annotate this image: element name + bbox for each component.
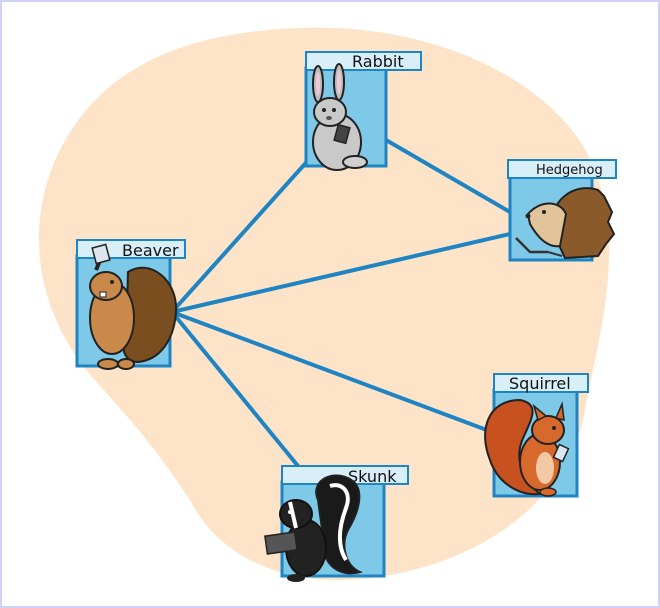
node-label-skunk: Skunk xyxy=(348,467,397,486)
node-label-box xyxy=(507,159,617,179)
node-label-squirrel: Squirrel xyxy=(509,374,571,393)
rabbit-icon xyxy=(312,63,368,171)
node-label-hedgehog: Hedgehog xyxy=(536,163,603,178)
node-rabbit[interactable]: Rabbit xyxy=(304,51,422,171)
node-squirrel[interactable]: Squirrel xyxy=(484,373,589,498)
skunk-icon xyxy=(264,474,363,582)
node-label-beaver: Beaver xyxy=(122,241,179,260)
edge-beaver-squirrel xyxy=(171,310,493,434)
edge-beaver-rabbit xyxy=(170,154,314,314)
hedgehog-icon xyxy=(515,187,616,260)
node-beaver[interactable]: Beaver xyxy=(75,239,186,370)
squirrel-icon xyxy=(484,398,570,497)
edge-beaver-skunk xyxy=(170,310,300,468)
node-label-box xyxy=(493,373,589,393)
node-label-rabbit: Rabbit xyxy=(352,52,404,71)
node-hedgehog[interactable]: Hedgehog xyxy=(507,159,617,262)
node-label-box xyxy=(305,51,422,71)
background-blob xyxy=(38,27,610,580)
edge-beaver-hedgehog xyxy=(171,232,511,314)
edges-layer xyxy=(170,138,512,468)
beaver-icon xyxy=(89,243,178,370)
edge-rabbit-hedgehog xyxy=(384,138,512,214)
node-skunk[interactable]: Skunk xyxy=(264,465,409,582)
